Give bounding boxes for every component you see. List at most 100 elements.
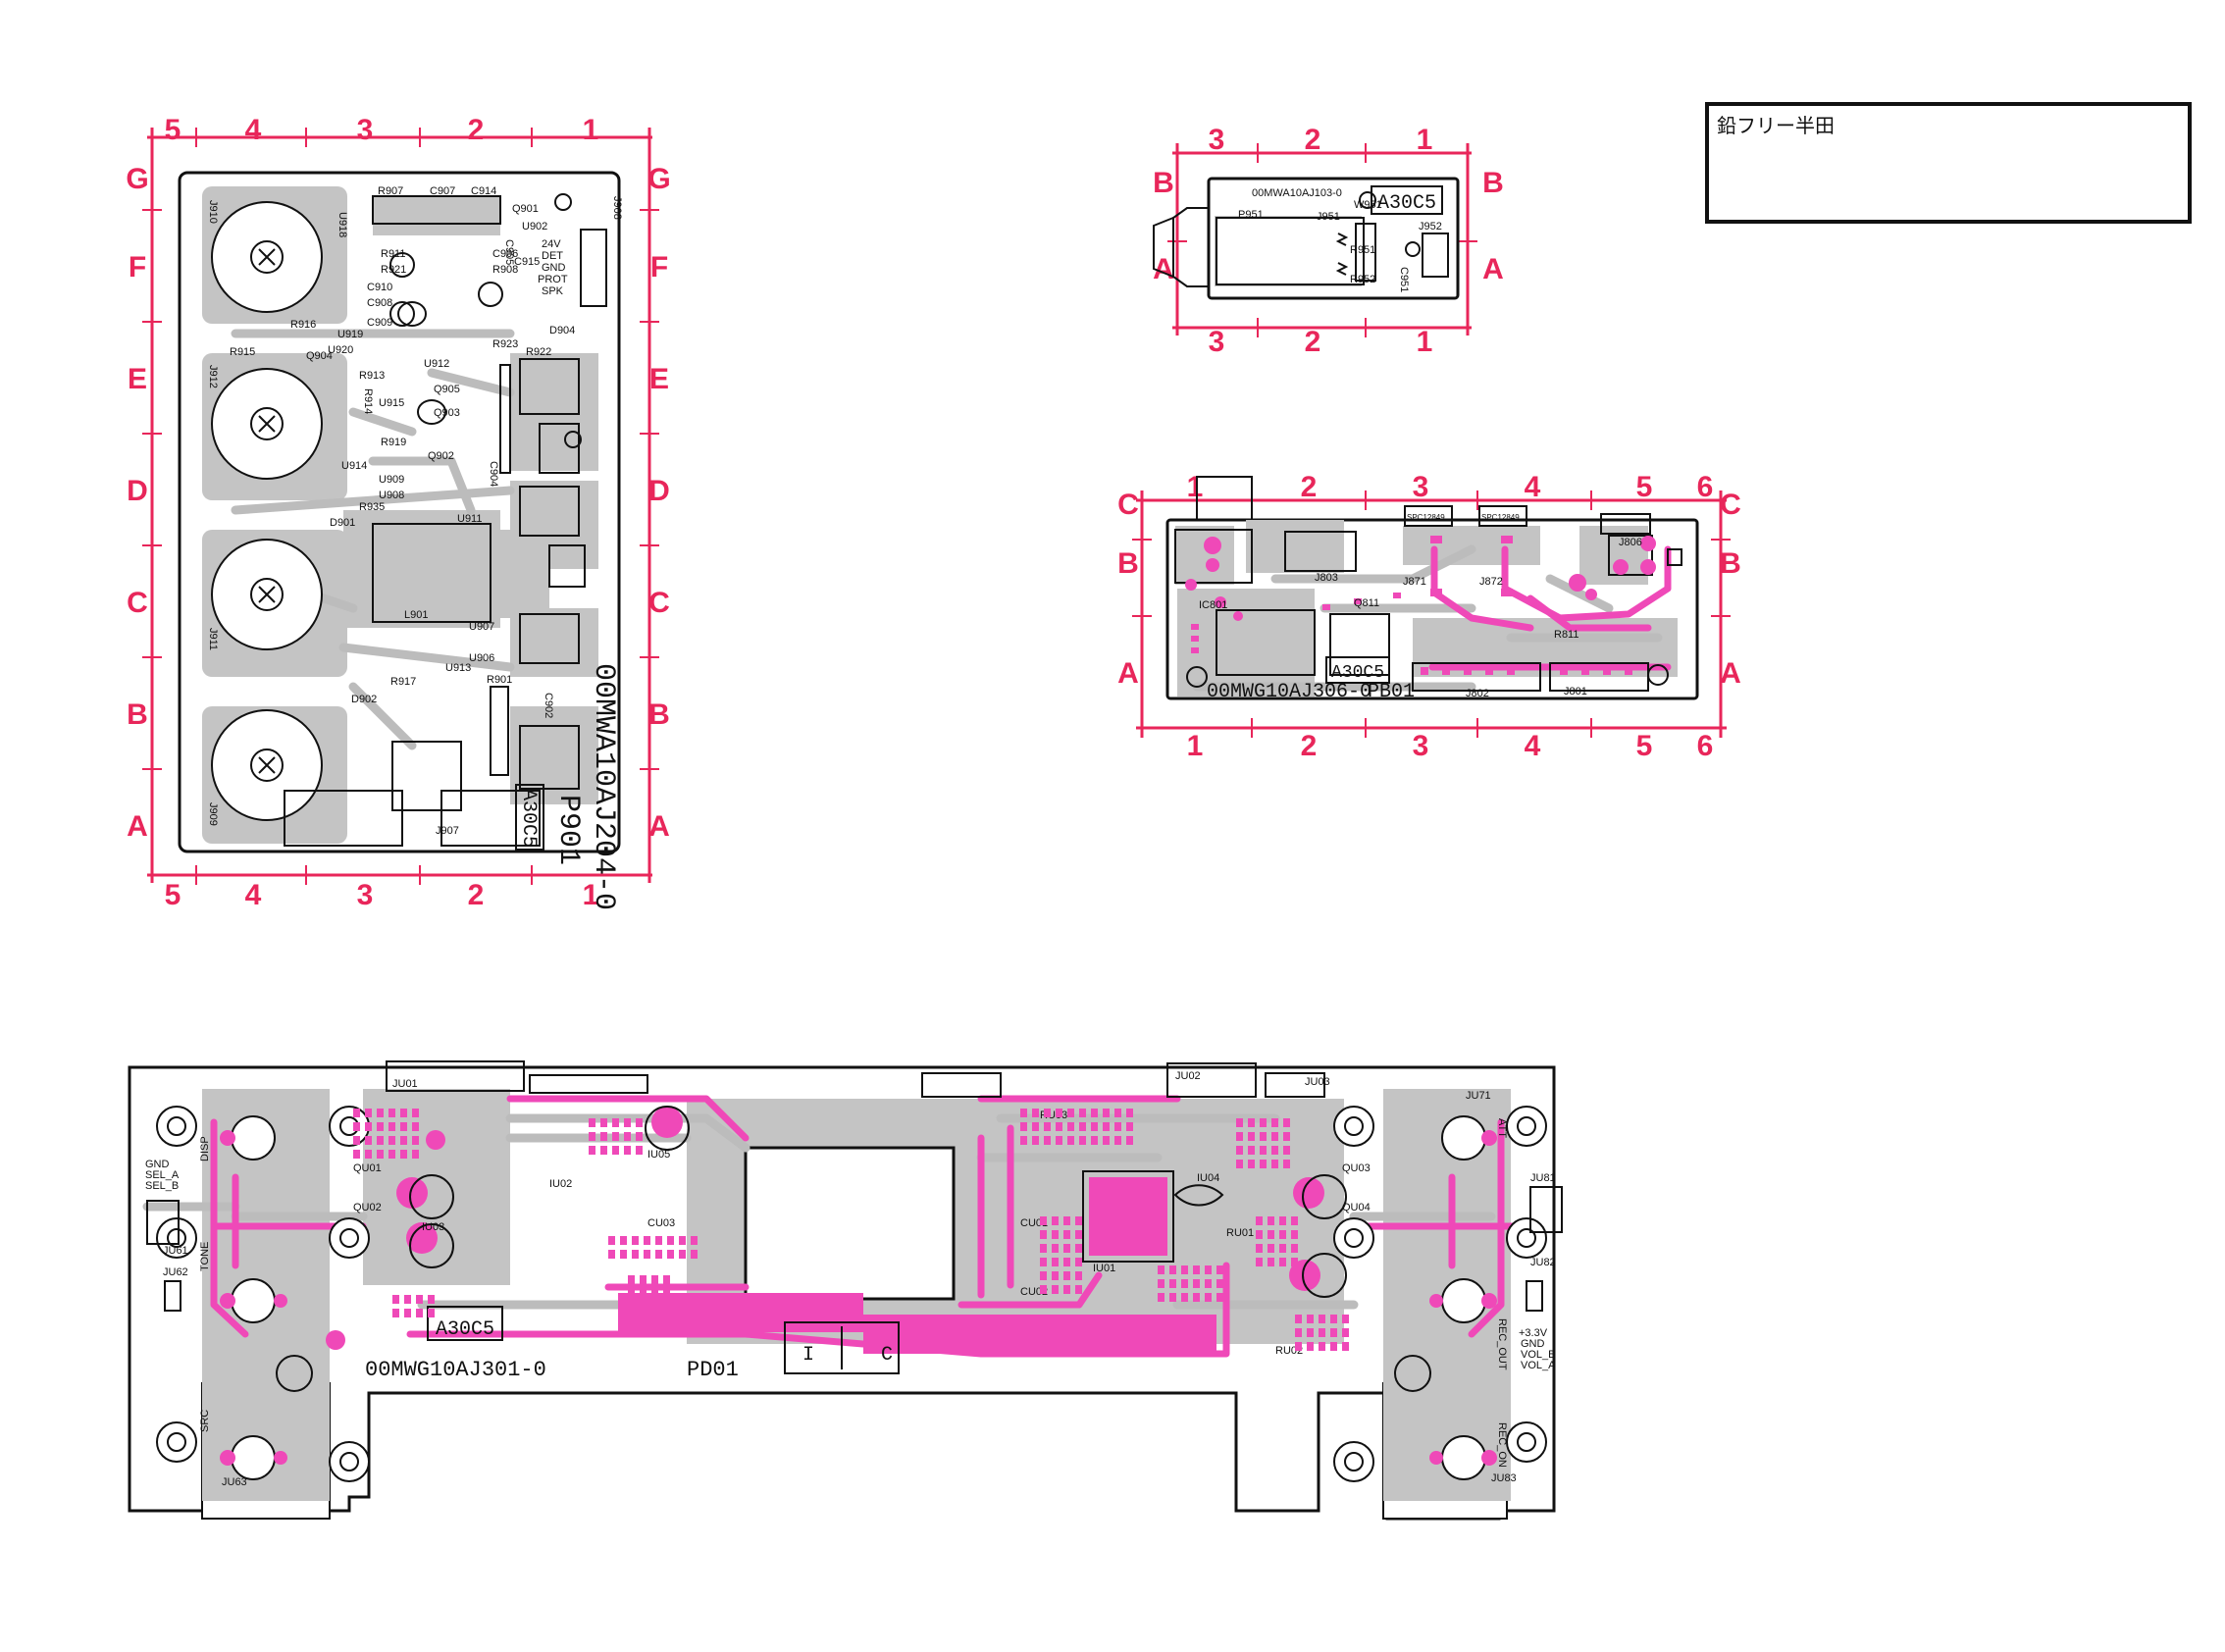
smd-pad bbox=[1279, 1230, 1286, 1239]
ref-c914: C914 bbox=[471, 185, 496, 197]
smd-pad bbox=[1126, 1122, 1133, 1131]
smd-pad bbox=[1158, 1293, 1164, 1302]
smd-pad bbox=[1063, 1285, 1070, 1294]
ref-ju81: JU81 bbox=[1530, 1172, 1556, 1184]
ref-qu04: QU04 bbox=[1342, 1202, 1371, 1213]
ref-c908: C908 bbox=[367, 297, 392, 309]
smd-pad bbox=[600, 1118, 607, 1127]
smd-pad bbox=[1205, 1265, 1212, 1274]
ref-ic801: IC801 bbox=[1199, 599, 1227, 611]
ref-j803: J803 bbox=[1315, 572, 1338, 584]
smd-pad bbox=[1114, 1136, 1121, 1145]
ref-j802: J802 bbox=[1466, 688, 1489, 699]
smd-pad bbox=[1032, 1136, 1039, 1145]
ref-d902: D902 bbox=[351, 694, 377, 705]
ref-u902: U902 bbox=[522, 221, 547, 232]
smd-pad bbox=[589, 1118, 595, 1127]
pb01-col-bot-6: 6 bbox=[1697, 730, 1714, 762]
smd-pad bbox=[1032, 1109, 1039, 1117]
pb01-row-right-c: C bbox=[1720, 489, 1741, 521]
ref-r921: R921 bbox=[381, 264, 406, 276]
ref-w951: W951 bbox=[1354, 199, 1382, 211]
smd-pad bbox=[428, 1309, 435, 1317]
ref-iu01: IU01 bbox=[1093, 1263, 1115, 1274]
smd-pad bbox=[1067, 1109, 1074, 1117]
smd-pad bbox=[1307, 1315, 1314, 1323]
smd-pad bbox=[1126, 1109, 1133, 1117]
ref-ju02: JU02 bbox=[1175, 1070, 1201, 1082]
p951-board-name: P951 bbox=[1238, 209, 1264, 221]
smd-pad bbox=[1236, 1146, 1243, 1155]
p901-board-name: P901 bbox=[551, 795, 585, 865]
board-pb01: 1 2 3 4 5 6 1 2 3 4 5 6 C B A C B A bbox=[1117, 471, 1741, 762]
smd-pad bbox=[1103, 1109, 1110, 1117]
p951-col-top-1: 3 bbox=[1209, 124, 1225, 156]
smd-pad bbox=[1248, 1160, 1255, 1168]
smd-pad bbox=[655, 1236, 662, 1245]
smd-pad bbox=[1040, 1258, 1047, 1266]
smd-pad bbox=[600, 1132, 607, 1141]
smd-pad bbox=[1079, 1109, 1086, 1117]
p901-volume-pots bbox=[211, 201, 323, 821]
smd-pad bbox=[1279, 1244, 1286, 1253]
smd-pad bbox=[1063, 1271, 1070, 1280]
p951-code: A30C5 bbox=[1377, 192, 1436, 215]
smd-pad bbox=[1091, 1136, 1098, 1145]
smd-pad bbox=[1020, 1136, 1027, 1145]
pd01-part-number: 00MWG10AJ301-0 bbox=[365, 1358, 546, 1382]
p951-col-bot-1: 3 bbox=[1209, 326, 1225, 358]
smd-pad bbox=[1291, 1216, 1298, 1225]
smd-pad bbox=[1020, 1122, 1027, 1131]
pb01-part-number: 00MWG10AJ306-0 bbox=[1207, 681, 1371, 703]
ref-r919: R919 bbox=[381, 437, 406, 448]
smd-pad bbox=[651, 1275, 658, 1284]
smd-pad bbox=[644, 1250, 650, 1259]
ref-r915: R915 bbox=[230, 346, 255, 358]
smd-pad bbox=[1193, 1279, 1200, 1288]
ref-qu01: QU01 bbox=[353, 1162, 382, 1174]
smd-pad bbox=[353, 1122, 360, 1131]
smd-pad bbox=[691, 1250, 698, 1259]
pb01-col-bot-4: 4 bbox=[1525, 730, 1541, 762]
smd-pad bbox=[1279, 1258, 1286, 1266]
smd-pad bbox=[1063, 1230, 1070, 1239]
pd01-board-name: PD01 bbox=[687, 1358, 739, 1382]
smd-pad bbox=[353, 1109, 360, 1117]
smd-pad bbox=[1295, 1342, 1302, 1351]
pd01-mcu bbox=[1089, 1177, 1167, 1256]
smd-pad bbox=[667, 1250, 674, 1259]
pb01-row-right-b: B bbox=[1720, 547, 1741, 580]
smd-pad bbox=[1193, 1265, 1200, 1274]
smd-pad bbox=[632, 1250, 639, 1259]
p901-part-number: 00MWA10AJ204-0 bbox=[587, 663, 620, 910]
ref-l901: L901 bbox=[404, 609, 428, 621]
pd01-left-label-sel-b: SEL_B bbox=[145, 1180, 179, 1192]
ref-j872: J872 bbox=[1479, 576, 1503, 588]
p901-row-right-b: B bbox=[648, 698, 670, 731]
ref-ju63: JU63 bbox=[222, 1476, 247, 1488]
label-prot: PROT bbox=[538, 274, 568, 285]
ref-j912: J912 bbox=[207, 365, 219, 388]
ref-u913: U913 bbox=[445, 662, 471, 674]
smd-pad bbox=[628, 1275, 635, 1284]
smd-pad bbox=[1268, 1244, 1274, 1253]
ref-qu03: QU03 bbox=[1342, 1162, 1371, 1174]
smd-pad bbox=[400, 1122, 407, 1131]
board-pd01: 00MWG10AJ301-0 PD01 A30C5 I C GND SEL_A … bbox=[128, 1060, 1563, 1521]
ref-j908: J908 bbox=[611, 196, 623, 220]
smd-pad bbox=[400, 1109, 407, 1117]
pd01-knob-label-rec-out: REC_OUT bbox=[1496, 1318, 1508, 1370]
smd-pad bbox=[353, 1150, 360, 1159]
ref-u908: U908 bbox=[379, 490, 404, 501]
board-p901: 5 4 3 2 1 5 4 3 2 1 G F E D C B A G F E … bbox=[126, 114, 670, 911]
smd-pad bbox=[1319, 1328, 1325, 1337]
smd-pad bbox=[624, 1132, 631, 1141]
pb01-col-top-4: 4 bbox=[1525, 471, 1541, 503]
pb01-col-top-2: 2 bbox=[1301, 471, 1318, 503]
pd01-left-label-sel-a: SEL_A bbox=[145, 1169, 180, 1181]
smd-pad bbox=[404, 1295, 411, 1304]
ref-r901: R901 bbox=[487, 674, 512, 686]
ref-r907: R907 bbox=[378, 185, 403, 197]
smd-pad bbox=[1181, 1279, 1188, 1288]
lead-free-solder-text: 鉛フリー半田 bbox=[1717, 114, 1835, 137]
